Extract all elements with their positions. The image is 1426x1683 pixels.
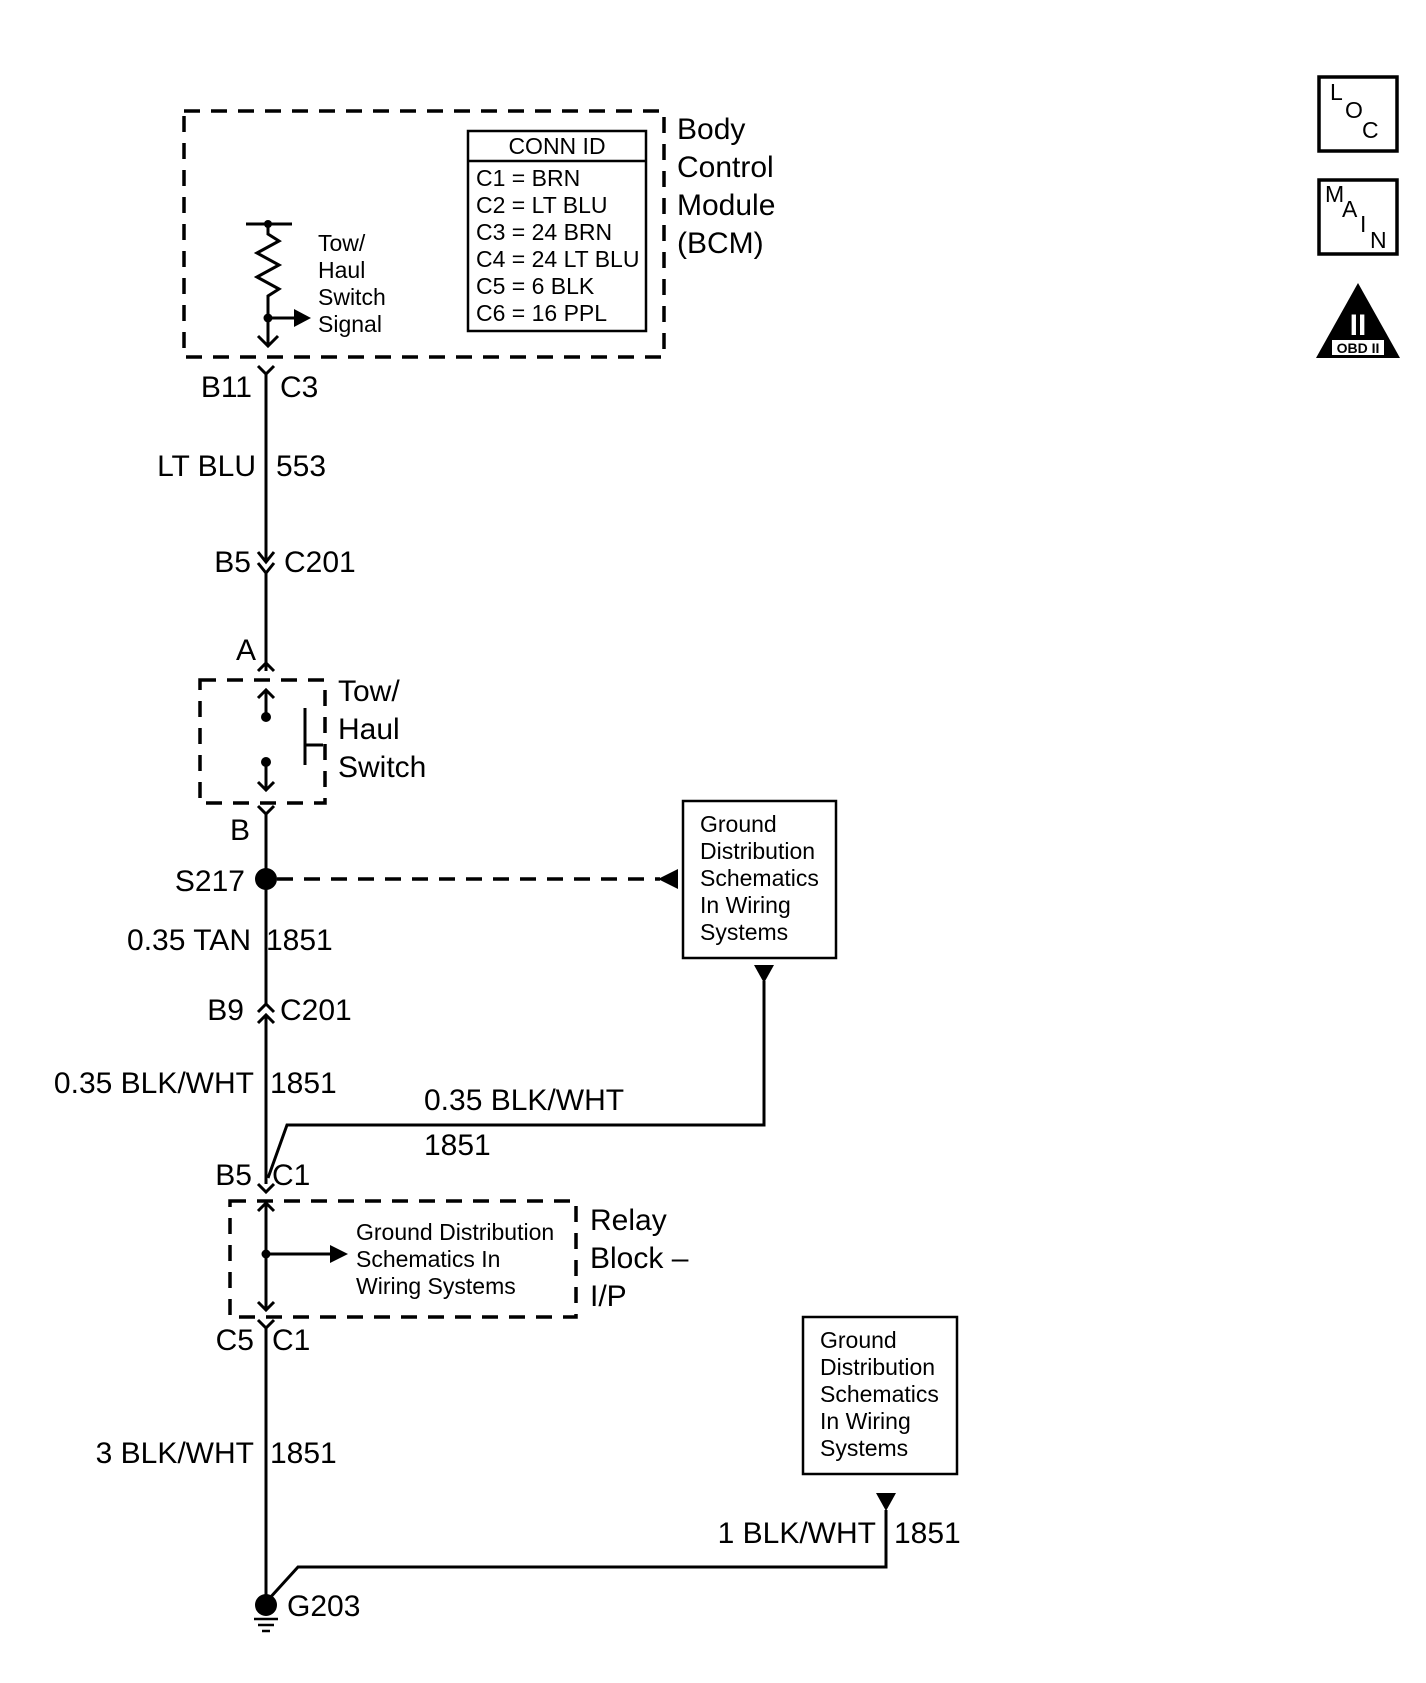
svg-text:In Wiring: In Wiring <box>820 1408 911 1434</box>
svg-text:L: L <box>1330 79 1343 105</box>
svg-text:Switch: Switch <box>318 284 386 310</box>
ground-g203: G203 <box>254 1590 360 1633</box>
pin-b-label: B <box>230 814 250 847</box>
wire-circuit-label: 1851 <box>270 1067 337 1100</box>
tow-haul-switch: Tow/ Haul Switch <box>198 675 426 805</box>
svg-text:Haul: Haul <box>338 713 400 746</box>
main-icon[interactable]: M A I N <box>1317 178 1399 256</box>
svg-text:Signal: Signal <box>318 311 382 337</box>
pin-a-connector <box>256 660 276 673</box>
wire-circuit-label: 553 <box>276 450 326 483</box>
wire-color-label: 1 BLK/WHT <box>718 1517 876 1550</box>
tow-haul-switch-signal-label: Tow/ Haul Switch Signal <box>318 230 386 337</box>
connector-b11-c3: B11 C3 <box>201 364 318 404</box>
pin-b-connector <box>256 804 276 817</box>
svg-text:C1: C1 <box>272 1159 310 1192</box>
connector-b5-c201: B5 C201 <box>214 546 355 579</box>
svg-text:Distribution: Distribution <box>700 838 815 864</box>
svg-text:In Wiring: In Wiring <box>700 892 791 918</box>
wire-circuit-label: 1851 <box>894 1517 961 1550</box>
svg-text:B11: B11 <box>201 371 252 404</box>
svg-text:M: M <box>1325 181 1344 207</box>
svg-text:Distribution: Distribution <box>820 1354 935 1380</box>
pullup-resistor-symbol <box>246 220 311 349</box>
reference-arrow-icon <box>876 1493 896 1511</box>
wire-circuit-label: 1851 <box>266 924 333 957</box>
wire-1851-ground-branch <box>266 1510 888 1602</box>
svg-text:N: N <box>1370 227 1387 253</box>
wire-color-label: 0.35 BLK/WHT <box>424 1084 624 1117</box>
connector-b9-c201: B9 C201 <box>207 994 351 1027</box>
wire-circuit-label: 1851 <box>424 1129 491 1162</box>
svg-text:A: A <box>1342 196 1358 222</box>
relay-block-outline <box>228 1199 578 1319</box>
svg-text:Ground Distribution: Ground Distribution <box>356 1219 554 1245</box>
ground-distribution-ref-box-1: Ground Distribution Schematics In Wiring… <box>681 799 838 960</box>
splice-s217: S217 <box>175 865 277 898</box>
conn-id-row: C3 = 24 BRN <box>476 219 612 245</box>
svg-text:C3: C3 <box>280 371 318 404</box>
conn-id-row: C2 = LT BLU <box>476 192 607 218</box>
svg-text:G203: G203 <box>287 1590 360 1623</box>
bcm-outline <box>182 109 666 359</box>
svg-text:Wiring Systems: Wiring Systems <box>356 1273 516 1299</box>
wire-color-label: 0.35 BLK/WHT <box>54 1067 254 1100</box>
svg-text:I: I <box>1360 211 1366 237</box>
svg-text:B9: B9 <box>207 994 244 1027</box>
switch-outline <box>198 678 327 805</box>
wire-1851-branch <box>266 981 766 1179</box>
conn-id-row: C1 = BRN <box>476 165 580 191</box>
svg-text:Ground: Ground <box>700 811 777 837</box>
conn-id-row: C4 = 24 LT BLU <box>476 246 639 272</box>
svg-text:OBD II: OBD II <box>1337 340 1380 356</box>
connector-b5-c1: B5 C1 <box>215 1159 310 1195</box>
conn-id-row: C5 = 6 BLK <box>476 273 595 299</box>
svg-text:B5: B5 <box>215 1159 252 1192</box>
svg-text:C5: C5 <box>216 1324 254 1357</box>
wire-color-label: LT BLU <box>157 450 256 483</box>
conn-id-header: CONN ID <box>508 133 605 159</box>
svg-text:Body: Body <box>677 113 745 146</box>
svg-text:C201: C201 <box>284 546 356 579</box>
svg-text:Relay: Relay <box>590 1204 667 1237</box>
svg-text:B5: B5 <box>214 546 251 579</box>
svg-text:Control: Control <box>677 151 774 184</box>
bcm-title: Body Control Module (BCM) <box>677 113 775 260</box>
svg-text:Ground: Ground <box>820 1327 897 1353</box>
svg-text:Haul: Haul <box>318 257 365 283</box>
svg-text:S217: S217 <box>175 865 245 898</box>
ground-distribution-ref-box-2: Ground Distribution Schematics In Wiring… <box>801 1315 959 1476</box>
wire-circuit-label: 1851 <box>270 1437 337 1470</box>
svg-text:Tow/: Tow/ <box>338 675 400 708</box>
svg-text:I/P: I/P <box>590 1280 627 1313</box>
svg-text:Schematics: Schematics <box>820 1381 939 1407</box>
svg-text:(BCM): (BCM) <box>677 227 764 260</box>
pin-a-label: A <box>236 634 256 667</box>
reference-arrow-icon <box>658 869 678 889</box>
svg-text:Block –: Block – <box>590 1242 689 1275</box>
conn-id-table: CONN ID C1 = BRN C2 = LT BLU C3 = 24 BRN… <box>466 129 648 333</box>
reference-arrow-icon <box>754 965 774 983</box>
wire-color-label: 3 BLK/WHT <box>96 1437 254 1470</box>
svg-text:C201: C201 <box>280 994 352 1027</box>
svg-text:II: II <box>1350 309 1367 342</box>
wire-color-label: 0.35 TAN <box>127 924 251 957</box>
obd-ii-icon[interactable]: II OBD II <box>1316 283 1400 358</box>
connector-c5-c1: C5 C1 <box>216 1318 310 1357</box>
svg-text:C1: C1 <box>272 1324 310 1357</box>
svg-text:Schematics: Schematics <box>700 865 819 891</box>
loc-icon[interactable]: L O C <box>1317 75 1399 153</box>
svg-text:Switch: Switch <box>338 751 426 784</box>
svg-text:Tow/: Tow/ <box>318 230 366 256</box>
svg-text:Systems: Systems <box>700 919 788 945</box>
svg-text:O: O <box>1345 97 1363 123</box>
conn-id-row: C6 = 16 PPL <box>476 300 607 326</box>
svg-text:Systems: Systems <box>820 1435 908 1461</box>
relay-block-ip: Ground Distribution Schematics In Wiring… <box>228 1199 689 1319</box>
bcm-module: Body Control Module (BCM) CONN ID C1 = B… <box>182 109 775 359</box>
svg-text:C: C <box>1362 117 1379 143</box>
svg-text:Module: Module <box>677 189 775 222</box>
svg-text:Schematics In: Schematics In <box>356 1246 500 1272</box>
